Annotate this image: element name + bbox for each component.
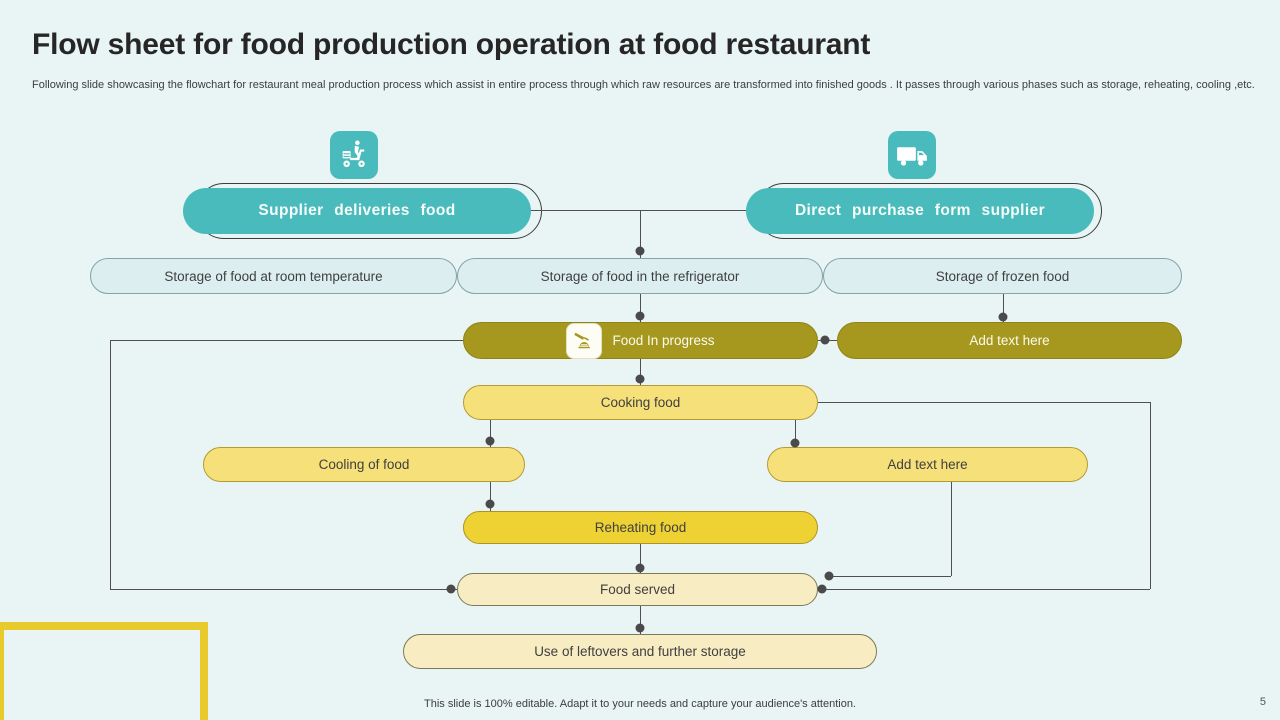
- node-label: Supplier deliveries food: [258, 202, 456, 219]
- page-title: Flow sheet for food production operation…: [32, 28, 871, 61]
- connector-dot: [485, 436, 495, 446]
- node-storage-frozen[interactable]: Storage of frozen food: [823, 258, 1182, 294]
- node-label: Direct purchase form supplier: [794, 202, 1046, 219]
- connector-line: [110, 589, 457, 590]
- node-reheating-food[interactable]: Reheating food: [463, 511, 818, 544]
- node-label: Reheating food: [594, 520, 687, 535]
- delivery-truck-icon[interactable]: [888, 131, 936, 179]
- connector-line: [640, 606, 641, 634]
- node-label: Storage of food in the refrigerator: [540, 268, 740, 284]
- node-label: Cooking food: [600, 395, 681, 410]
- connector-line: [640, 544, 641, 573]
- connector-line: [640, 210, 641, 258]
- connector-line: [640, 294, 641, 322]
- page-number: 5: [1259, 696, 1266, 708]
- connector-dot: [635, 623, 645, 633]
- node-storage-refrigerator[interactable]: Storage of food in the refrigerator: [457, 258, 823, 294]
- connector-line: [951, 482, 952, 576]
- node-cooking-food[interactable]: Cooking food: [463, 385, 818, 420]
- connector-dot: [817, 584, 827, 594]
- connector-dot: [998, 312, 1008, 322]
- connector-dot: [824, 571, 834, 581]
- connector-dot: [820, 335, 830, 345]
- node-supplier-deliveries[interactable]: Supplier deliveries food: [183, 188, 531, 234]
- node-label: Cooling of food: [318, 457, 410, 472]
- node-label: Use of leftovers and further storage: [534, 644, 746, 659]
- food-in-progress-content: Food In progress: [566, 322, 715, 359]
- node-label: Food served: [599, 582, 676, 597]
- node-add-text-olive[interactable]: Add text here: [837, 322, 1182, 359]
- node-label: Storage of frozen food: [935, 268, 1070, 284]
- cooking-pan-icon: [566, 322, 603, 359]
- node-cooling-of-food[interactable]: Cooling of food: [203, 447, 525, 482]
- node-add-text-yellow[interactable]: Add text here: [767, 447, 1088, 482]
- connector-dot: [790, 438, 800, 448]
- connector-dot: [446, 584, 456, 594]
- scooter-glyph: [342, 140, 365, 168]
- connector-line: [640, 359, 641, 385]
- connector-line: [490, 420, 491, 447]
- connector-line: [1150, 402, 1151, 589]
- node-label: Food In progress: [612, 333, 715, 348]
- truck-glyph: [897, 147, 927, 166]
- node-food-in-progress[interactable]: Food In progress: [463, 322, 818, 359]
- node-leftovers[interactable]: Use of leftovers and further storage: [403, 634, 877, 669]
- connector-line: [531, 210, 746, 211]
- editable-note: This slide is 100% editable. Adapt it to…: [424, 698, 856, 710]
- node-direct-purchase[interactable]: Direct purchase form supplier: [746, 188, 1094, 234]
- connector-line: [490, 482, 491, 511]
- connector-dot: [485, 499, 495, 509]
- connector-line: [820, 589, 1150, 590]
- connector-line: [110, 340, 463, 341]
- connector-dot: [635, 246, 645, 256]
- connector-line: [795, 420, 796, 447]
- slide-description: Following slide showcasing the flowchart…: [32, 79, 1255, 91]
- connector-dot: [635, 563, 645, 573]
- node-label: Add text here: [969, 333, 1050, 348]
- connector-dot: [635, 311, 645, 321]
- delivery-scooter-icon[interactable]: [330, 131, 378, 179]
- node-label: Add text here: [887, 457, 968, 472]
- connector-line: [1003, 294, 1004, 322]
- node-food-served[interactable]: Food served: [457, 573, 818, 606]
- connector-line: [110, 340, 111, 589]
- connector-line: [818, 402, 1150, 403]
- decorative-yellow-frame: [0, 622, 208, 720]
- connector-dot: [635, 374, 645, 384]
- node-label: Storage of food at room temperature: [164, 268, 383, 284]
- connector-line: [829, 576, 951, 577]
- node-storage-room-temperature[interactable]: Storage of food at room temperature: [90, 258, 457, 294]
